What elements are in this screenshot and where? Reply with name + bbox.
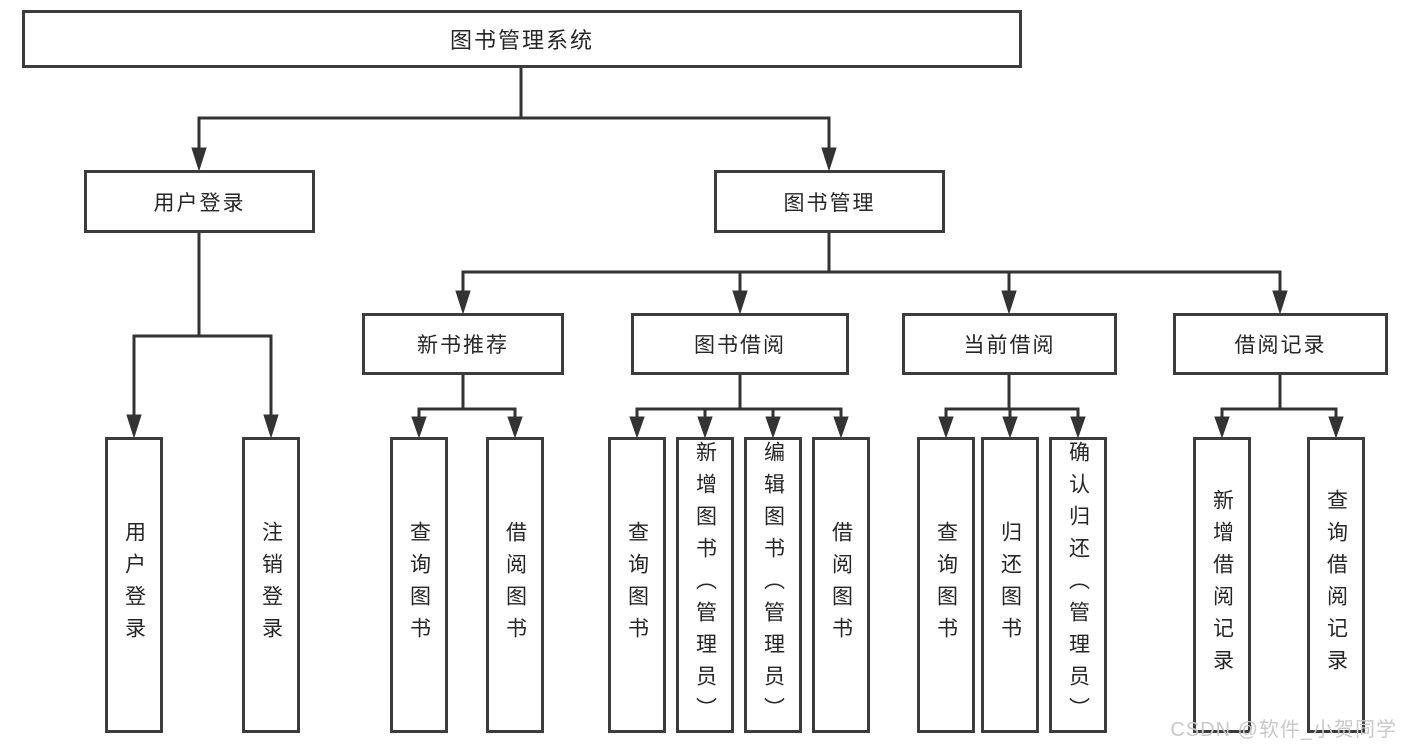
node-label: 确认归还（管理员） [1066,441,1090,729]
leaf-recommend-borrow-books: 借阅图书 [486,437,544,733]
leaf-current-confirm-return-admin: 确认归还（管理员） [1049,437,1107,733]
leaf-records-add-record: 新增借阅记录 [1193,437,1251,733]
node-label: 借阅图书 [503,521,527,649]
node-current-borrowing: 当前借阅 [902,313,1117,375]
leaf-user-login: 用户登录 [105,437,163,733]
node-label: 新增图书（管理员） [693,441,717,729]
leaf-borrowing-add-books-admin: 新增图书（管理员） [676,437,734,733]
csdn-watermark: CSDN @软件_小贺同学 [1170,719,1397,741]
node-borrowing-records: 借阅记录 [1173,313,1388,375]
leaf-records-query-record: 查询借阅记录 [1307,437,1365,733]
leaf-current-return-books: 归还图书 [981,437,1039,733]
node-book-borrowing: 图书借阅 [631,313,849,375]
node-label: 图书借阅 [694,334,786,357]
node-label: 新增借阅记录 [1210,489,1234,681]
leaf-current-query-books: 查询图书 [917,437,975,733]
node-label: 查询借阅记录 [1324,489,1348,681]
node-label: 编辑图书（管理员） [761,441,785,729]
node-label: 新书推荐 [417,334,509,357]
node-label: 注销登录 [259,521,283,649]
leaf-borrowing-query-books: 查询图书 [608,437,666,733]
node-label: 借阅记录 [1234,334,1327,357]
node-book-management: 图书管理 [714,170,945,233]
node-label: 用户登录 [122,521,146,649]
node-user-login: 用户登录 [84,170,315,233]
node-label: 查询图书 [625,521,649,649]
node-label: 查询图书 [934,521,958,649]
leaf-recommend-query-books: 查询图书 [390,437,448,733]
node-label: 当前借阅 [963,334,1056,357]
leaf-borrowing-borrow-books: 借阅图书 [812,437,870,733]
node-label: 图书管理 [783,191,876,215]
leaf-borrowing-edit-books-admin: 编辑图书（管理员） [744,437,802,733]
node-new-book-recommend: 新书推荐 [362,313,564,375]
leaf-logout: 注销登录 [242,437,300,733]
node-label: 图书管理系统 [449,28,594,53]
node-library-management-system: 图书管理系统 [22,10,1022,68]
node-label: 借阅图书 [829,521,853,649]
node-label: 查询图书 [407,521,431,649]
node-label: 归还图书 [998,521,1022,649]
node-label: 用户登录 [153,191,246,215]
